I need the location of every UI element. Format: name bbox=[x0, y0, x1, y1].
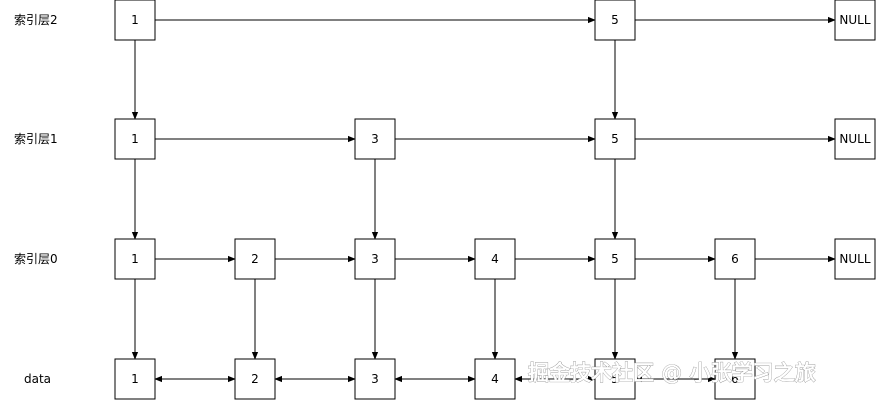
node-5: 5 bbox=[594, 118, 636, 160]
node-box bbox=[834, 238, 876, 280]
node-3: 3 bbox=[354, 358, 396, 400]
node-3: 3 bbox=[354, 118, 396, 160]
node-value: 4 bbox=[491, 372, 499, 386]
node-box bbox=[594, 238, 636, 280]
node-box bbox=[834, 0, 876, 41]
node-box bbox=[114, 118, 156, 160]
node-value: 2 bbox=[251, 372, 259, 386]
level-label: 索引层2 bbox=[14, 13, 58, 27]
node-box bbox=[474, 358, 516, 400]
null-node: NULL bbox=[834, 0, 876, 41]
node-1: 1 bbox=[114, 0, 156, 41]
watermark-text: 掘金技术社区 @ 小张学习之旅 bbox=[528, 361, 816, 385]
null-node: NULL bbox=[834, 238, 876, 280]
node-box bbox=[354, 358, 396, 400]
node-box bbox=[114, 0, 156, 41]
node-4: 4 bbox=[474, 358, 516, 400]
node-value: NULL bbox=[839, 252, 870, 266]
node-5: 5 bbox=[594, 358, 636, 400]
level-label: data bbox=[24, 372, 51, 386]
node-value: 6 bbox=[731, 252, 739, 266]
node-value: 1 bbox=[131, 252, 139, 266]
node-value: 3 bbox=[371, 132, 379, 146]
node-box bbox=[594, 0, 636, 41]
node-value: 1 bbox=[131, 132, 139, 146]
node-value: 3 bbox=[371, 252, 379, 266]
node-value: 1 bbox=[131, 13, 139, 27]
node-box bbox=[234, 358, 276, 400]
node-box bbox=[714, 358, 756, 400]
node-value: 4 bbox=[491, 252, 499, 266]
node-3: 3 bbox=[354, 238, 396, 280]
null-node: NULL bbox=[834, 118, 876, 160]
node-6: 6 bbox=[714, 358, 756, 400]
node-box bbox=[354, 238, 396, 280]
node-box bbox=[834, 118, 876, 160]
node-2: 2 bbox=[234, 238, 276, 280]
node-4: 4 bbox=[474, 238, 516, 280]
node-box bbox=[474, 238, 516, 280]
node-box bbox=[234, 238, 276, 280]
node-box bbox=[354, 118, 396, 160]
node-value: 6 bbox=[731, 372, 739, 386]
node-6: 6 bbox=[714, 238, 756, 280]
node-value: 1 bbox=[131, 372, 139, 386]
node-value: 2 bbox=[251, 252, 259, 266]
node-box bbox=[714, 238, 756, 280]
level-label: 索引层0 bbox=[14, 252, 58, 266]
node-2: 2 bbox=[234, 358, 276, 400]
node-value: NULL bbox=[839, 132, 870, 146]
level-labels: 索引层2 索引层1 索引层0 data bbox=[14, 13, 58, 386]
node-value: 5 bbox=[611, 13, 619, 27]
node-value: 5 bbox=[611, 372, 619, 386]
node-box bbox=[594, 118, 636, 160]
node-box bbox=[114, 238, 156, 280]
edges bbox=[131, 16, 836, 383]
node-box bbox=[114, 358, 156, 400]
node-box bbox=[594, 358, 636, 400]
node-1: 1 bbox=[114, 358, 156, 400]
node-5: 5 bbox=[594, 0, 636, 41]
node-5: 5 bbox=[594, 238, 636, 280]
node-1: 1 bbox=[114, 118, 156, 160]
node-value: 3 bbox=[371, 372, 379, 386]
node-value: NULL bbox=[839, 13, 870, 27]
node-1: 1 bbox=[114, 238, 156, 280]
node-value: 5 bbox=[611, 132, 619, 146]
node-value: 5 bbox=[611, 252, 619, 266]
level-label: 索引层1 bbox=[14, 132, 58, 146]
